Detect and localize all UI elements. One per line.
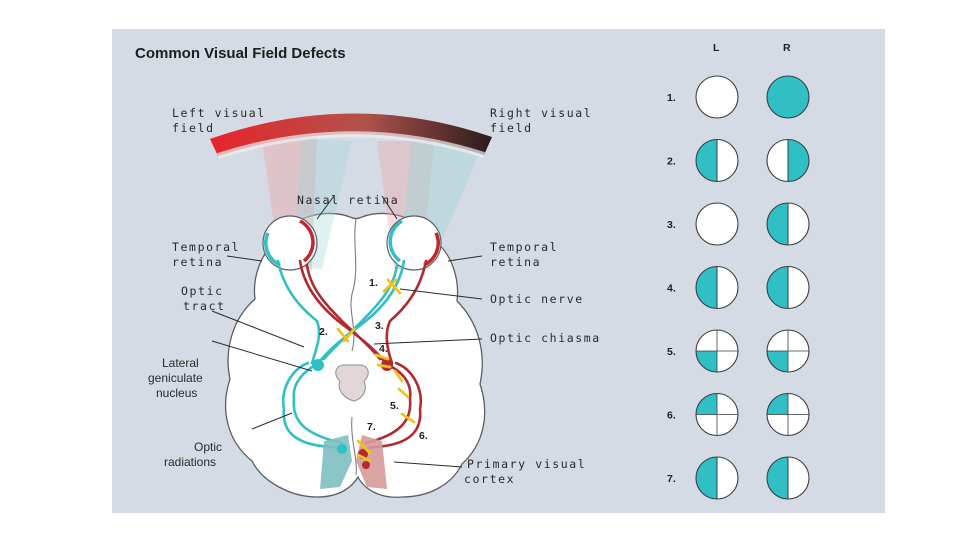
left-eye-field bbox=[695, 75, 739, 119]
defect-row: 4. bbox=[667, 265, 810, 310]
left-eye-field bbox=[695, 138, 739, 183]
right-eye-field bbox=[766, 138, 810, 183]
primary-visual-cortex-label-1: Primary visual bbox=[467, 457, 586, 471]
optic-tract-label-1: Optic bbox=[181, 284, 224, 298]
lgn-label-2: geniculate bbox=[148, 371, 203, 385]
defect-row: 3. bbox=[667, 202, 810, 246]
lesion-3-label: 3. bbox=[375, 320, 384, 332]
lesion-1-label: 1. bbox=[369, 277, 378, 289]
temporal-retina-left-label-2: retina bbox=[172, 255, 223, 269]
defect-row-number: 7. bbox=[667, 473, 676, 485]
left-visual-field-label-1: Left visual bbox=[172, 106, 266, 120]
defect-row-number: 1. bbox=[667, 92, 676, 104]
left-eye bbox=[262, 215, 318, 271]
right-eye-field bbox=[766, 265, 810, 310]
defect-row-number: 4. bbox=[667, 283, 676, 295]
defect-row: 1. bbox=[667, 75, 810, 119]
temporal-retina-right-label-1: Temporal bbox=[490, 240, 558, 254]
right-eye-field bbox=[766, 392, 810, 437]
defect-row: 7. bbox=[667, 456, 810, 500]
left-eye-field bbox=[695, 202, 739, 246]
right-eye-field bbox=[766, 456, 810, 500]
brain-outline bbox=[224, 212, 486, 498]
lesion-4-label: 4. bbox=[379, 343, 388, 355]
left-visual-field-label-2: field bbox=[172, 121, 215, 135]
lesion-7-label: 7. bbox=[367, 421, 376, 433]
leader-lines bbox=[211, 195, 483, 468]
lesion-6-label: 6. bbox=[419, 430, 428, 442]
nasal-retina-label: Nasal retina bbox=[297, 193, 399, 207]
temporal-retina-right-label-2: retina bbox=[490, 255, 541, 269]
defect-row: 6. bbox=[667, 392, 810, 437]
right-cortex-node-2 bbox=[362, 461, 370, 469]
red-pathway bbox=[298, 259, 428, 451]
left-eye-field bbox=[695, 392, 739, 437]
left-lgn bbox=[312, 359, 324, 371]
defect-row-number: 6. bbox=[667, 410, 676, 422]
defect-row-number: 3. bbox=[667, 219, 676, 231]
right-eye-field bbox=[766, 202, 810, 246]
lesion-marks bbox=[336, 278, 416, 463]
column-header-left: L bbox=[713, 42, 720, 54]
lesion-2-label: 2. bbox=[319, 326, 328, 338]
optic-tract-label-2: tract bbox=[183, 299, 226, 313]
optic-radiations-label-1: Optic bbox=[194, 440, 222, 454]
right-eye bbox=[386, 215, 442, 271]
left-eye-field bbox=[695, 456, 739, 500]
teal-pathway bbox=[276, 259, 406, 451]
lesion-5-label: 5. bbox=[390, 400, 399, 412]
right-visual-field-label-1: Right visual bbox=[490, 106, 592, 120]
brainstem bbox=[335, 364, 369, 402]
optic-radiations-label-2: radiations bbox=[164, 455, 216, 469]
defect-row: 2. bbox=[667, 138, 810, 183]
defect-row: 5. bbox=[667, 329, 810, 373]
diagram-panel: Common Visual Field Defects bbox=[112, 29, 885, 513]
visual-field-arc-shadow bbox=[217, 131, 485, 159]
right-eye-field bbox=[766, 75, 810, 119]
left-eye-field bbox=[695, 329, 739, 373]
optic-chiasma-label: Optic chiasma bbox=[490, 331, 601, 345]
figure-title: Common Visual Field Defects bbox=[135, 45, 346, 62]
column-header-right: R bbox=[783, 42, 791, 54]
left-cortex-node bbox=[337, 444, 347, 454]
defect-row-number: 2. bbox=[667, 156, 676, 168]
lgn-label-1: Lateral bbox=[162, 356, 199, 370]
defect-rows: 1. 2. 3. 4. 5. 6. 7. bbox=[667, 75, 810, 500]
optic-nerve-label: Optic nerve bbox=[490, 292, 584, 306]
defect-row-number: 5. bbox=[667, 346, 676, 358]
temporal-retina-left-label-1: Temporal bbox=[172, 240, 240, 254]
left-eye-field bbox=[695, 265, 739, 310]
visual-field-arc bbox=[210, 113, 492, 156]
right-visual-field-label-2: field bbox=[490, 121, 533, 135]
visual-pathway-diagram: Common Visual Field Defects bbox=[135, 42, 810, 500]
primary-visual-cortex-label-2: cortex bbox=[464, 472, 515, 486]
right-eye-field bbox=[766, 329, 810, 373]
lgn-label-3: nucleus bbox=[156, 386, 197, 400]
